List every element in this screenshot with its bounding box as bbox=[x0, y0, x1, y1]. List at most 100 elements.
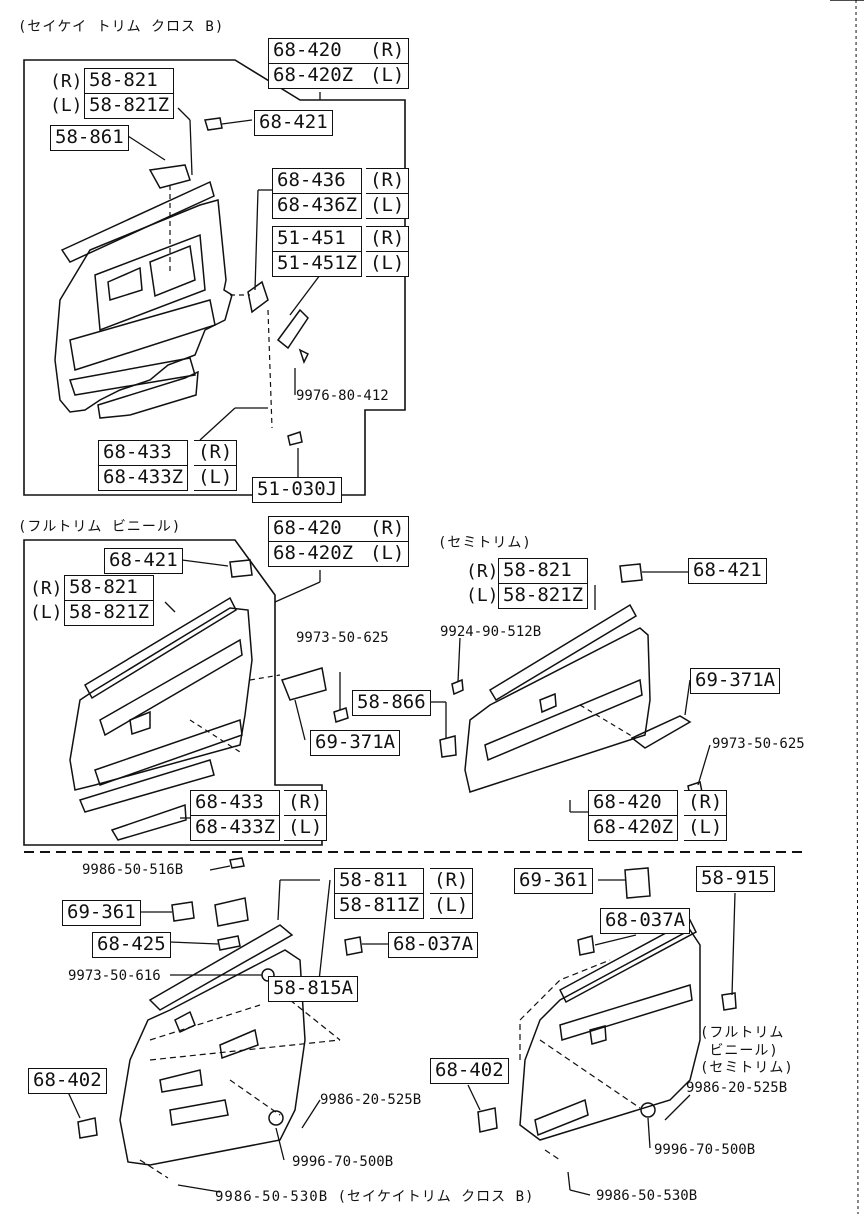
part-68-436-side-box: (R) (L) bbox=[366, 168, 410, 219]
part-9986-50-516b: 9986-50-516B bbox=[82, 862, 184, 878]
part-68-425: 68-425 bbox=[92, 932, 171, 958]
part-68-421: 68-421 bbox=[104, 548, 183, 574]
part-number: 68-433 bbox=[195, 791, 264, 813]
part-69-361: 69-361 bbox=[514, 868, 593, 894]
part-number: 58-811 bbox=[339, 869, 408, 891]
part-number: 68-420Z bbox=[589, 814, 678, 840]
part-number: 68-420Z bbox=[269, 540, 367, 566]
side-l: (L) bbox=[366, 62, 409, 88]
part-number: 58-821 bbox=[89, 69, 158, 91]
section2-door-panel bbox=[69, 559, 349, 841]
part-58-811-box: 58-811 58-811Z bbox=[334, 868, 425, 919]
side-l: (L) bbox=[684, 814, 727, 840]
side-l: (L) bbox=[366, 540, 409, 566]
caption-full-trim-vinyl: (フルトリム ビニール) bbox=[18, 519, 182, 535]
side-r: (R) bbox=[370, 39, 405, 61]
side-l: (L) bbox=[466, 585, 499, 606]
section1-frame bbox=[23, 59, 406, 496]
part-number: 68-433Z bbox=[191, 814, 280, 840]
part-58-866: 58-866 bbox=[352, 690, 431, 716]
side-r: (R) bbox=[30, 578, 63, 599]
part-51-451-side-box: (R) (L) bbox=[366, 226, 410, 277]
part-68-420-box: 68-420 68-420Z bbox=[588, 790, 679, 841]
part-number: 68-433 bbox=[103, 441, 172, 463]
side-l: (L) bbox=[430, 892, 473, 918]
side-r: (R) bbox=[288, 791, 323, 813]
side-r: (R) bbox=[466, 561, 499, 582]
part-68-433-side-box: (R) (L) bbox=[194, 440, 238, 491]
part-51-451-box: 51-451 51-451Z bbox=[272, 226, 363, 277]
part-68-420-box: 68-420 68-420Z bbox=[268, 516, 368, 567]
part-58-815a: 58-815A bbox=[268, 976, 359, 1002]
section4-door-panel bbox=[77, 857, 363, 1166]
part-number: 68-436Z bbox=[273, 192, 362, 218]
caption-semi-trim: (セミトリム) bbox=[438, 535, 532, 551]
part-number: 51-451Z bbox=[273, 250, 362, 276]
part-number: 68-420 bbox=[273, 517, 342, 539]
side-l: (L) bbox=[50, 95, 83, 116]
part-number: 68-436 bbox=[277, 169, 346, 191]
part-number: 58-821Z bbox=[85, 92, 174, 118]
part-68-037a: 68-037A bbox=[600, 908, 691, 934]
part-58-811-side-box: (R) (L) bbox=[430, 868, 474, 919]
side-r: (R) bbox=[434, 869, 469, 891]
part-9986-20-525b: 9986-20-525B bbox=[686, 1080, 788, 1096]
section1-door-panel bbox=[54, 117, 310, 446]
part-58-821-box: 58-821 58-821Z bbox=[498, 558, 589, 609]
part-9924-90-512b: 9924-90-512B bbox=[440, 624, 542, 640]
part-9986-50-530b: 9986-50-530B bbox=[596, 1188, 698, 1204]
part-58-821-box: 58-821 58-821Z bbox=[84, 68, 175, 119]
caption-bottom-note: 9986-50-530B (セイケイトリム クロス B) bbox=[215, 1189, 535, 1205]
part-58-915: 58-915 bbox=[696, 866, 775, 892]
side-r: (R) bbox=[370, 517, 405, 539]
side-l: (L) bbox=[366, 250, 409, 276]
section5-door-panel bbox=[477, 867, 737, 1141]
part-number: 68-420 bbox=[273, 39, 342, 61]
part-9996-70-500b: 9996-70-500B bbox=[654, 1142, 756, 1158]
part-68-436-box: 68-436 68-436Z bbox=[272, 168, 363, 219]
part-68-421: 68-421 bbox=[688, 558, 767, 584]
side-l: (L) bbox=[30, 602, 63, 623]
caption-bottom-right-note: (フルトリム ビニール) (セミトリム) bbox=[700, 1025, 794, 1076]
part-68-420-side-box: (R) (L) bbox=[366, 516, 410, 567]
part-number: 68-420Z bbox=[269, 62, 367, 88]
part-68-433-side-box: (R) (L) bbox=[284, 790, 328, 841]
side-r: (R) bbox=[50, 71, 83, 92]
part-68-420-side-box: (R) (L) bbox=[366, 38, 410, 89]
part-69-361: 69-361 bbox=[62, 900, 141, 926]
side-r: (R) bbox=[198, 441, 233, 463]
part-68-420-side-box: (R) (L) bbox=[684, 790, 728, 841]
section3-door-panel bbox=[439, 563, 703, 797]
part-68-421: 68-421 bbox=[254, 110, 333, 136]
side-l: (L) bbox=[194, 464, 237, 490]
part-number: 58-821Z bbox=[65, 599, 154, 625]
side-r: (R) bbox=[370, 169, 405, 191]
side-l: (L) bbox=[366, 192, 409, 218]
part-68-433-box: 68-433 68-433Z bbox=[190, 790, 281, 841]
part-number: 51-451 bbox=[277, 227, 346, 249]
part-58-861: 58-861 bbox=[50, 125, 129, 151]
part-68-402: 68-402 bbox=[28, 1068, 107, 1094]
part-number: 68-420 bbox=[593, 791, 662, 813]
part-68-433-box: 68-433 68-433Z bbox=[98, 440, 189, 491]
part-51-030j: 51-030J bbox=[252, 477, 343, 503]
part-68-402: 68-402 bbox=[430, 1058, 509, 1084]
part-69-371a: 69-371A bbox=[310, 730, 401, 756]
part-number: 58-821 bbox=[69, 576, 138, 598]
side-l: (L) bbox=[284, 814, 327, 840]
caption-top: (セイケイ トリム クロス B) bbox=[18, 19, 225, 35]
side-r: (R) bbox=[688, 791, 723, 813]
section2-frame bbox=[23, 539, 323, 846]
part-9996-70-500b: 9996-70-500B bbox=[292, 1154, 394, 1170]
part-58-821-box: 58-821 58-821Z bbox=[64, 575, 155, 626]
part-9976-80-412: 9976-80-412 bbox=[296, 388, 389, 404]
part-number: 58-821Z bbox=[499, 582, 588, 608]
part-number: 68-433Z bbox=[99, 464, 188, 490]
part-69-371a: 69-371A bbox=[690, 668, 781, 694]
part-9973-50-616: 9973-50-616 bbox=[68, 968, 161, 984]
side-r: (R) bbox=[370, 227, 405, 249]
part-number: 58-811Z bbox=[335, 892, 424, 918]
part-9973-50-625: 9973-50-625 bbox=[712, 736, 805, 752]
part-9973-50-625: 9973-50-625 bbox=[296, 630, 389, 646]
